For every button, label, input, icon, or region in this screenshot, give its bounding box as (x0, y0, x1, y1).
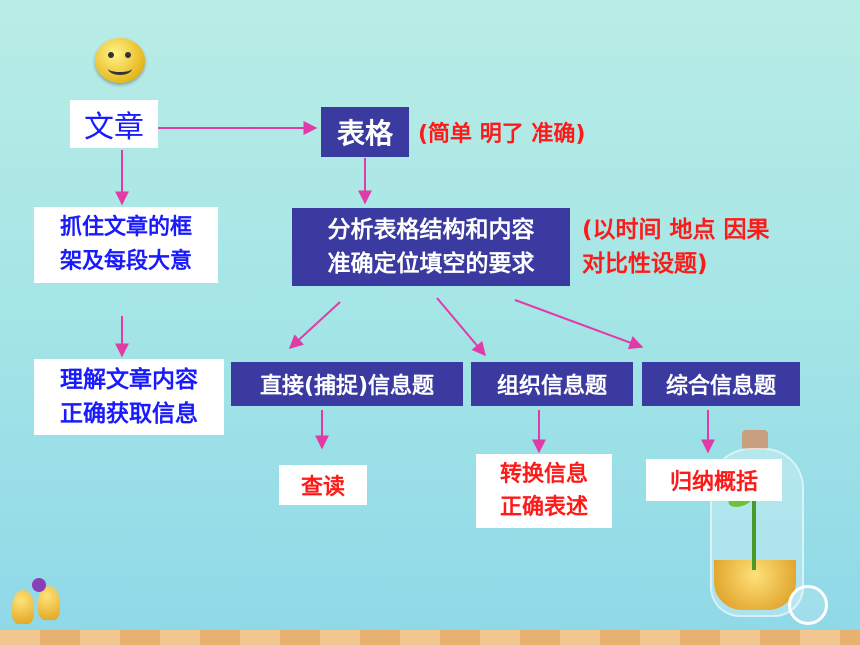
node-zonghe: 综合信息题 (642, 362, 800, 406)
node-fenxi-line2: 准确定位填空的要求 (327, 251, 535, 277)
node-fenxi: 分析表格结构和内容 准确定位填空的要求 (292, 208, 570, 286)
note-fenxi: (以时间 地点 因果 对比性设题) (582, 212, 822, 282)
note-fenxi-line2: 对比性设题) (582, 251, 708, 277)
node-lijie-line1: 理解文章内容 (60, 367, 198, 393)
note-biaoge: (简单 明了 准确) (418, 122, 586, 147)
logo-icon (788, 585, 828, 625)
node-zhuanhuan-line1: 转换信息 (499, 462, 588, 487)
node-zhuazhu-line2: 架及每段大意 (59, 249, 192, 274)
bottom-border (0, 630, 860, 645)
node-zhuazhu: 抓住文章的框 架及每段大意 (34, 207, 218, 283)
arrow-fenxi-zuzhi (436, 297, 486, 357)
node-lijie: 理解文章内容 正确获取信息 (34, 359, 224, 435)
node-zhuazhu-line1: 抓住文章的框 (59, 215, 192, 240)
plant-bottle-icon (700, 430, 810, 617)
node-zuzhi: 组织信息题 (471, 362, 633, 406)
node-fenxi-line1: 分析表格结构和内容 (327, 217, 535, 243)
node-zhijie: 直接(捕捉)信息题 (231, 362, 463, 406)
arrow-fenxi-zonghe (514, 299, 644, 350)
node-lijie-line2: 正确获取信息 (60, 401, 198, 427)
node-zhuanhuan: 转换信息 正确表述 (476, 454, 612, 528)
note-fenxi-line1: (以时间 地点 因果 (582, 217, 770, 243)
smiley-icon (95, 38, 145, 83)
node-zhuanhuan-line2: 正确表述 (499, 495, 588, 520)
node-wenzhang: 文章 (70, 100, 158, 148)
node-biaoge: 表格 (321, 107, 409, 157)
bells-icon (8, 578, 70, 633)
arrow-fenxi-zhijie (288, 301, 341, 349)
node-chadu: 查读 (279, 465, 367, 505)
node-guina: 归纳概括 (646, 459, 782, 501)
